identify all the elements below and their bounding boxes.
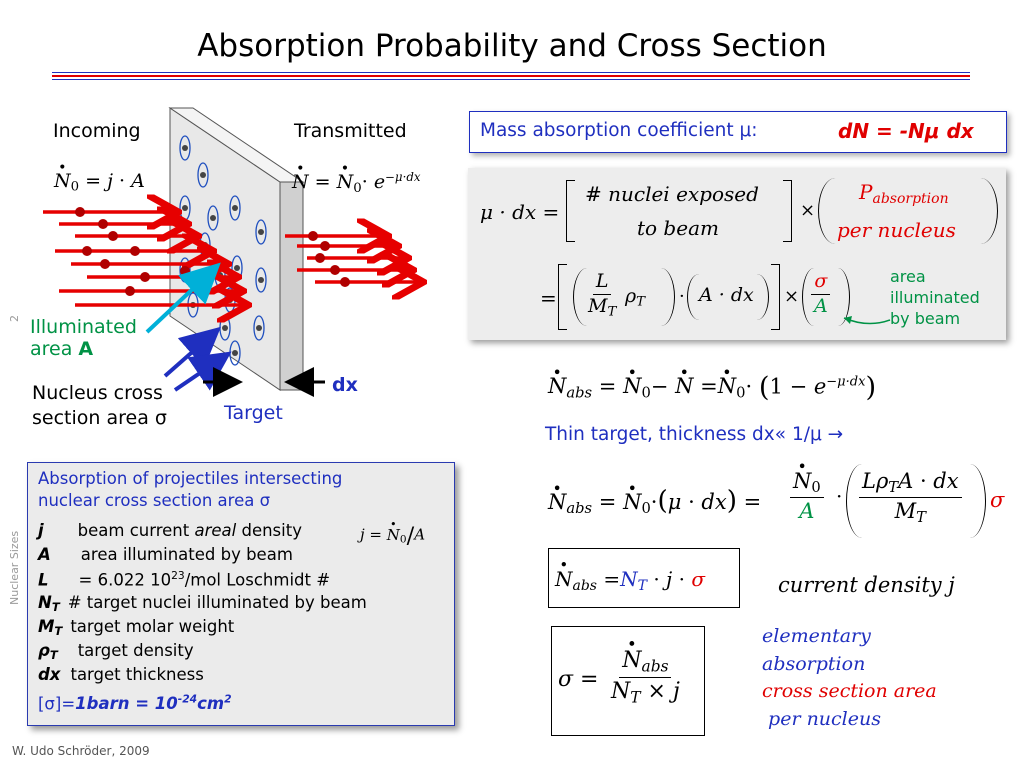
thin-target-paren: LρTA · dx MT	[846, 464, 986, 538]
illuminated-label: Illuminated area A	[30, 316, 137, 360]
info-item-NT: NT# target nuclei illuminated by beam	[38, 593, 367, 615]
section-label: Nuclear Sizes	[8, 530, 21, 605]
nabs-equation: Nabs = N0− N =N0· (1 − e−μ·dx)	[548, 372, 876, 403]
rho-T: ρT	[625, 285, 646, 310]
A-dx: A · dx	[699, 284, 754, 306]
times-sign-2: ×	[784, 286, 800, 307]
L-rho-A-dx-over-MT: LρTA · dx MT	[859, 468, 962, 528]
mass-absorption-formula: dN = -Nμ dx	[838, 119, 974, 143]
footer-credit: W. Udo Schröder, 2009	[12, 744, 150, 758]
formula-box: μ · dx = # nuclei exposed to beam × Pabs…	[468, 168, 1006, 340]
slide-title: Absorption Probability and Cross Section	[197, 28, 827, 64]
sigma-thin: σ	[990, 488, 1005, 512]
incoming-formula: N0 = j · A	[54, 170, 145, 195]
illuminated-arrow	[145, 262, 221, 334]
area-note-arrow	[843, 316, 891, 325]
bracket-bottom-text: to beam	[637, 216, 719, 240]
barn-definition: [σ]=1barn = 10-24cm2	[38, 693, 232, 714]
info-heading-2: nuclear cross section area σ	[38, 491, 271, 510]
L-over-MT: L MT	[588, 270, 617, 320]
elementary-label: elementary absorption cross section area…	[762, 625, 937, 730]
incoming-label: Incoming	[53, 120, 141, 142]
equals-sign: =	[540, 286, 557, 310]
N0-over-A: N0 A	[790, 468, 824, 525]
info-heading-1: Absorption of projectiles intersecting	[38, 469, 343, 488]
j-definition: j = N0/A	[360, 523, 425, 549]
definitions-box: Absorption of projectiles intersecting n…	[27, 462, 455, 726]
thin-target-text: Thin target, thickness dx« 1/μ →	[545, 424, 844, 445]
target-slab-side	[279, 181, 304, 391]
info-item-L: L= 6.022 1023/mol Loschmidt #	[38, 569, 331, 590]
dx-label: dx	[332, 374, 358, 396]
title-rule-red	[52, 75, 970, 77]
current-density-label: current density j	[778, 573, 955, 597]
nabs-thin-lhs: Nabs = N0·(μ · dx) =	[548, 486, 761, 517]
per-nucleus: per nucleus	[837, 218, 956, 242]
sigma-paren: σ A	[802, 268, 850, 326]
bracket-top-text: # nuclei exposed	[585, 182, 759, 206]
nucleus-cross-label: Nucleus cross section area σ	[32, 382, 167, 429]
mass-absorption-label: Mass absorption coefficient μ:	[480, 120, 758, 141]
transmitted-label: Transmitted	[294, 120, 407, 142]
target-diagram	[43, 107, 455, 397]
cross-section-arrow-2	[173, 351, 232, 392]
transmitted-beam	[285, 236, 420, 282]
transmitted-formula: N = N0· e−μ·dx	[292, 170, 421, 196]
p-absorption: Pabsorption	[859, 180, 949, 207]
boxed-equation-nabs: Nabs =NT · j · σ	[548, 548, 740, 608]
area-note: area illuminated by beam	[890, 267, 980, 328]
second-bracket: L MT ρT · A · dx	[558, 264, 780, 330]
title-rule-blue	[52, 72, 970, 73]
page-number: 2	[8, 315, 21, 322]
mass-absorption-box: Mass absorption coefficient μ: dN = -Nμ …	[469, 111, 1007, 153]
boxed-equation-sigma: σ = Nabs NT × j	[551, 626, 705, 736]
probability-paren: Pabsorption per nucleus	[818, 178, 998, 244]
target-label: Target	[224, 402, 283, 424]
title-rule-blue-2	[52, 79, 970, 80]
mu-dx-lhs: μ · dx =	[480, 200, 560, 224]
nuclei-bracket: # nuclei exposed to beam	[566, 180, 792, 242]
sigma-over-A: σ A	[811, 270, 831, 319]
times-sign-1: ×	[800, 200, 816, 221]
